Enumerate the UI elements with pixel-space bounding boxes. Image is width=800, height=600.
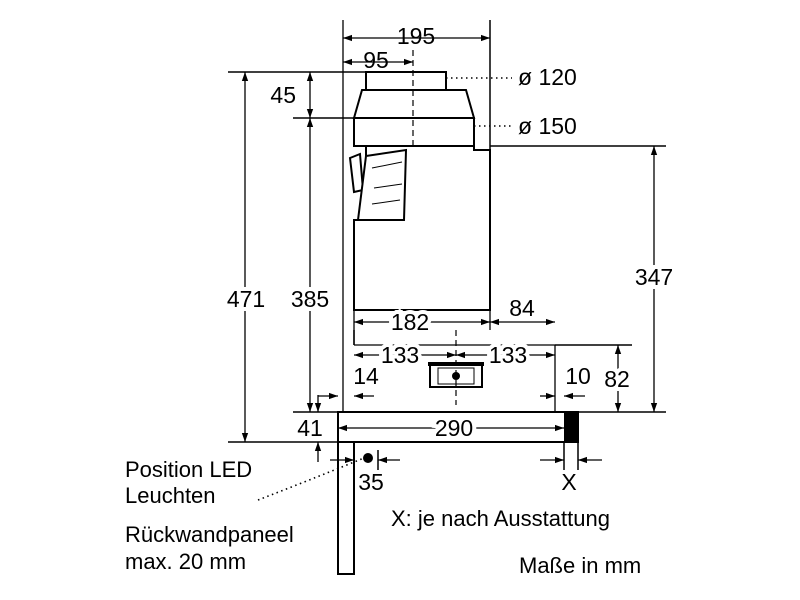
leader-lines	[257, 77, 512, 501]
dim-385: 385	[291, 286, 329, 312]
units-note: Maße in mm	[519, 553, 641, 578]
dim-182: 182	[391, 309, 429, 335]
dim-x: X	[561, 469, 576, 495]
wall-panel	[337, 441, 355, 575]
dim-133-right: 133	[489, 342, 527, 368]
front-strip	[564, 412, 578, 442]
dim-347: 347	[635, 264, 673, 290]
dim-45: 45	[270, 82, 296, 108]
dim-84: 84	[509, 295, 535, 321]
dim-290: 290	[435, 415, 473, 441]
dim-10: 10	[565, 363, 591, 389]
dim-d150: ø 150	[518, 113, 577, 139]
dim-14: 14	[353, 363, 379, 389]
exhaust-collar-120	[365, 71, 447, 91]
dim-133-left: 133	[381, 342, 419, 368]
dimension-labels: 195 95 ø 120 ø 150 45 471 385 347 84 182…	[223, 23, 677, 495]
exhaust-collar-150	[352, 89, 476, 119]
dim-41: 41	[297, 415, 323, 441]
led-position-label-line1: Position LED	[125, 457, 252, 482]
blower-housing	[353, 117, 475, 147]
dim-d120: ø 120	[518, 64, 577, 90]
flap	[356, 148, 408, 221]
x-note: X: je nach Ausstattung	[391, 506, 610, 531]
dim-471: 471	[227, 286, 265, 312]
handle	[348, 152, 365, 194]
dim-35: 35	[358, 469, 384, 495]
dim-195: 195	[397, 23, 435, 49]
back-panel-label-line2: max. 20 mm	[125, 549, 246, 574]
dim-95: 95	[363, 47, 389, 73]
led-spot	[363, 453, 373, 463]
dimension-lines	[241, 34, 658, 464]
dim-82: 82	[604, 366, 630, 392]
led-position-label-line2: Leuchten	[125, 483, 216, 508]
notes: Position LED Leuchten Rückwandpaneel max…	[125, 457, 641, 578]
back-panel-label-line1: Rückwandpaneel	[125, 522, 294, 547]
